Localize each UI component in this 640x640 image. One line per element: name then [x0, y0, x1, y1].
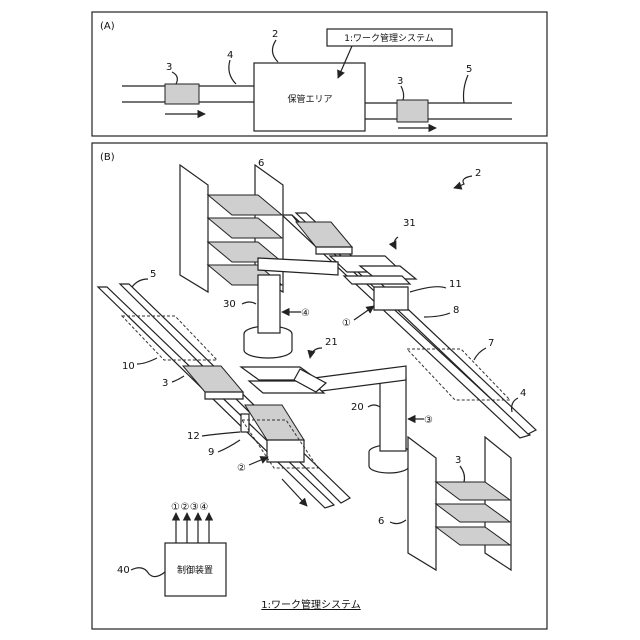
ref-workpiece-left: 3: [162, 378, 168, 389]
ref-rail-top: 8: [453, 305, 459, 316]
workpiece-in: [165, 84, 199, 104]
ref-controller: 40: [117, 565, 130, 576]
ref-workpiece-out: 3: [397, 76, 403, 87]
controller: [165, 513, 226, 596]
ref-stopper-bottom: 12: [187, 431, 200, 442]
ref-hand-top: 31: [403, 218, 416, 229]
panel-b: (B) 2 6 31: [92, 143, 547, 629]
ref-conveyor-right: 4: [520, 388, 526, 399]
storage-area-label: 保管エリア: [287, 93, 332, 105]
ref-workpiece-in: 3: [166, 62, 172, 73]
marker-2: ②: [237, 463, 246, 474]
ref-hand-bottom: 21: [325, 337, 338, 348]
controller-signals: ①②③④: [171, 502, 209, 513]
marker-1: ①: [342, 318, 351, 329]
ref-storage: 2: [272, 29, 278, 40]
ref-zone-left: 10: [122, 361, 135, 372]
ref-conveyor-out: 5: [466, 64, 472, 75]
rack-top: [180, 165, 283, 292]
ref-robot-top: 30: [223, 299, 236, 310]
ref-robot-bottom: 20: [351, 402, 364, 413]
conveyor-out: [365, 103, 512, 119]
marker-3: ③: [424, 415, 433, 426]
robot-bottom: [314, 366, 409, 473]
panel-a-tag: (A): [100, 21, 115, 32]
panel-a: (A) 保管エリア 1:ワーク管理システム 3 4 2 3 5: [92, 12, 547, 136]
workpiece-out: [397, 100, 428, 122]
ref-rack-top: 6: [258, 158, 264, 169]
panel-b-caption: 1:ワーク管理システム: [261, 598, 360, 611]
controller-label: 制御装置: [177, 564, 213, 576]
panel-b-tag: (B): [100, 152, 115, 163]
hand-bottom: [241, 367, 326, 393]
stopper-top: [374, 287, 408, 310]
ref-stopper-top: 11: [449, 279, 462, 290]
ref-workpiece-rack: 3: [455, 455, 461, 466]
ref-rail-bottom: 9: [208, 447, 214, 458]
system-label: 1:ワーク管理システム: [344, 32, 434, 44]
ref-rack-bottom: 6: [378, 516, 384, 527]
marker-4: ④: [301, 308, 310, 319]
ref-conveyor-left: 5: [150, 269, 156, 280]
ref-area: 2: [475, 168, 481, 179]
ref-conveyor-in: 4: [227, 50, 233, 61]
ref-zone-right: 7: [488, 338, 494, 349]
